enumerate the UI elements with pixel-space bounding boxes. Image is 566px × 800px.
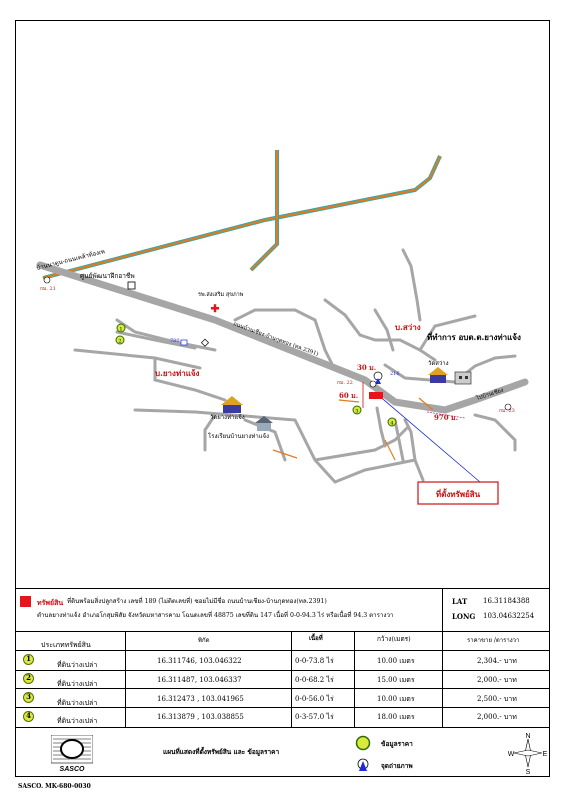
office-icon [454,371,472,385]
svg-text:4: 4 [390,421,393,427]
row-width: 10.00 เมตร [377,657,415,665]
header-width: กว้าง(เมตร) [377,635,411,643]
price-point-1[interactable]: 1 [116,323,126,333]
compass-n: N [525,733,530,740]
label-temple-sawang: วัดสว่าง [428,360,449,367]
label-hospital: รพ.ส่งเสริม สุขภาพ [198,291,244,298]
compass-s: S [526,769,531,775]
legend-price-label: ข้อมูลราคา [381,740,413,748]
label-temple-yang: วัดยางท่าแจ้ง [210,414,245,421]
legend-property-label: ทรัพย์สิน [37,598,64,607]
label-km22: กม. 22 [337,380,353,386]
label-office: ที่ทำการ อบต.ต.ยางท่าแจ้ง [427,331,521,342]
orange-segments [272,397,434,461]
row-coord: 16.311746, 103.046322 [157,657,242,665]
hospital-icon [211,304,219,313]
temple-icon [221,396,243,413]
canal [42,150,442,280]
property-legend-swatch [20,596,31,607]
price-point-2[interactable]: 2 [115,335,125,345]
pointer-line [376,393,481,483]
property-marker[interactable] [369,392,383,399]
map-frame [15,20,550,777]
price-point-3[interactable]: 3 [352,405,362,415]
row-number-badge: 4 [23,711,34,722]
header-coord: พิกัด [198,637,210,644]
label-main-road: ถนนบ้านเชียง-บ้านกุดทอง (ทล.2391) [232,320,319,357]
long-label: LONG [452,612,476,621]
property-callout-label: ที่ตั้งทรัพย์สิน [436,488,481,499]
label-km21: กม. 21 [40,286,56,292]
label-dist-30: 30 ม. [357,363,376,372]
info-panel: ทรัพย์สิน ที่ดินพร้อมสิ่งปลูกสร้าง เลขที… [15,588,550,777]
label-village-sawang: บ.สว่าง [395,322,421,332]
sasco-logo: SASCO [51,735,93,773]
legend-icons [355,735,371,771]
row-area: 0-3-57.0 ไร่ [295,713,334,721]
header-price: ราคาขาย /ตารางวา [467,637,520,644]
row-type: ที่ดินว่างเปล่า [57,699,98,707]
photo-point-icon[interactable] [373,371,383,384]
house-icon [200,338,210,347]
map-canvas[interactable]: 1 2 3 4 บ้านนาดูน-ถนนเคล้าท้องเพ กม. 21 … [15,20,550,588]
main-road [36,261,529,414]
row-width: 18.00 เมตร [377,713,415,721]
row-type: ที่ดินว่างเปล่า [57,661,98,669]
label-dist-60: 60 ม. [339,391,358,400]
row-width: 15.00 เมตร [377,676,415,684]
svg-text:2: 2 [118,339,121,345]
header-area: เนื้อที่ [309,635,323,642]
label-road-right: ไปบ้านเชียง [475,386,505,402]
label-training-center: ศูนย์พัฒนาฝึกอาชีพ [80,272,135,280]
row-price: 2,304.- บาท [477,657,517,665]
training-center-icon [127,281,136,290]
row-area: 0-0-73.8 ไร่ [295,657,334,665]
compass-icon: N S W E [508,733,548,775]
label-dist-970: 970 ม. [434,413,458,422]
row-number-badge: 2 [23,673,34,684]
row-coord: 16.311487, 103.046337 [157,676,242,684]
compass-w: W [508,751,515,758]
row-type: ที่ดินว่างเปล่า [57,717,98,725]
km-marker-icon [43,276,512,411]
row-type: ที่ดินว่างเปล่า [57,680,98,688]
house-icon [180,339,188,346]
compass-e: E [543,751,548,758]
distance-markers [362,382,466,419]
lat-value: 16.31184388 [483,597,530,605]
row-area: 0-0-68.2 ไร่ [295,676,334,684]
document-id: SASCO. MK-680-0030 [18,783,91,790]
header-type: ประเภททรัพย์สิน [41,641,91,649]
price-point-4[interactable]: 4 [387,417,397,427]
footer-title: แผนที่แสดงที่ตั้งทรัพย์สิน และ ข้อมูลราค… [163,748,280,756]
svg-text:3: 3 [355,409,358,415]
label-school: โรงเรียนบ้านยางท่าแจ้ง [208,432,269,440]
label-216: 216 [390,371,400,377]
temple-sawang-icon [428,367,448,383]
label-780: 780 [170,338,180,344]
label-road-left: บ้านนาดูน-ถนนเคล้าท้องเพ [36,248,106,272]
minor-roads [73,248,517,484]
row-coord: 16.313879 , 103.038855 [157,713,244,721]
row-area: 0-0-56.0 ไร่ [295,695,334,703]
property-description-2: ตำบลยางท่าแจ้ง อำเภอโกสุมพิสัย จังหวัดมห… [37,612,394,619]
svg-text:1: 1 [119,327,122,333]
long-value: 103.04632254 [483,612,535,620]
row-price: 2,500.- บาท [477,695,517,703]
lat-label: LAT [452,597,468,606]
school-icon [255,416,273,431]
row-number-badge: 3 [23,692,34,703]
row-width: 10.00 เมตร [377,695,415,703]
row-price: 2,000.- บาท [477,713,517,721]
label-km23: กม. 23 [499,408,515,414]
sasco-logo-text: SASCO [60,766,85,773]
label-village-yang: บ.ยางท่าแจ้ง [155,368,200,378]
row-price: 2,000.- บาท [477,676,517,684]
property-description-1: ที่ดินพร้อมสิ่งปลูกสร้าง เลขที่ 189 (ไม่… [67,598,327,605]
row-coord: 16.312473 , 103.041965 [157,695,244,703]
legend-photo-label: จุดถ่ายภาพ [381,762,413,770]
property-callout[interactable]: ที่ตั้งทรัพย์สิน [417,481,499,505]
row-number-badge: 1 [23,654,34,665]
price-data-legend-icon [355,735,371,751]
